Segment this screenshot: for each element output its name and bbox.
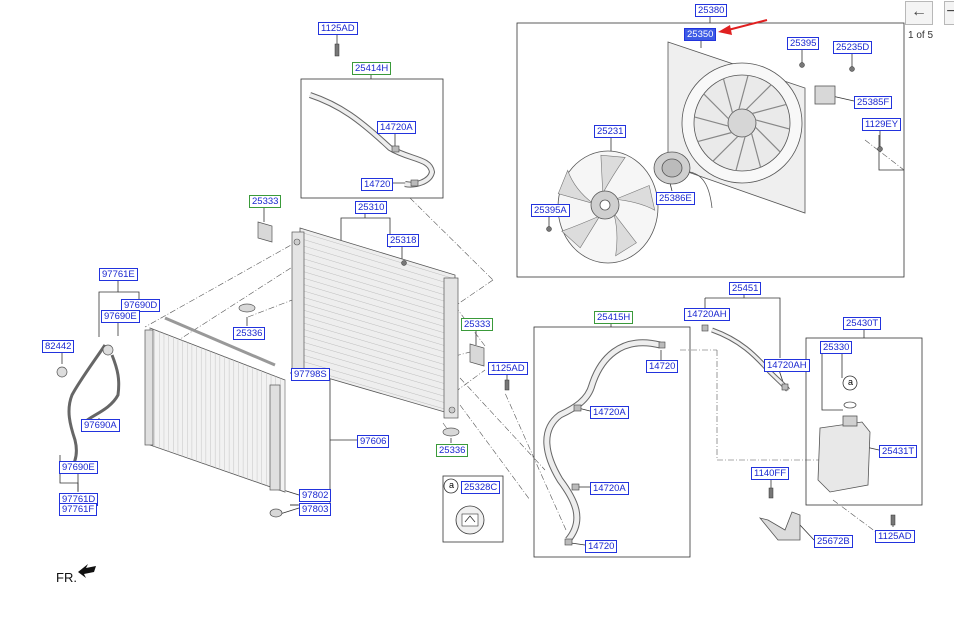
insulator-25336-right	[442, 427, 460, 437]
part-label-25333-left[interactable]: 25333	[249, 195, 282, 208]
part-label-97690a[interactable]: 97690A	[81, 419, 120, 432]
fan-motor-drawing	[653, 151, 713, 209]
part-label-25415h[interactable]: 25415H	[594, 311, 634, 324]
part-label-14720ah-2[interactable]: 14720AH	[764, 359, 810, 372]
ac-line-drawing	[67, 344, 107, 471]
frame-callout	[442, 475, 504, 543]
part-label-1125ad-top[interactable]: 1125AD	[318, 22, 358, 35]
resistor-drawing	[814, 85, 836, 105]
part-label-1140ff[interactable]: 1140FF	[751, 467, 790, 480]
part-label-25395a[interactable]: 25395A	[531, 204, 570, 217]
part-label-25318[interactable]: 25318	[387, 234, 420, 247]
fan-blade-drawing	[557, 150, 659, 264]
part-label-25310[interactable]: 25310	[355, 201, 388, 214]
callout-a-circle-legend	[443, 478, 459, 494]
part-label-25235d[interactable]: 25235D	[833, 41, 873, 54]
reservoir-drawing	[817, 401, 871, 493]
part-label-97803[interactable]: 97803	[299, 503, 332, 516]
fan-shroud-drawing	[667, 41, 806, 214]
frame-fan-shroud	[516, 22, 905, 278]
part-label-1125ad-bot[interactable]: 1125AD	[875, 530, 915, 543]
page-indicator: 1 of 5	[908, 30, 934, 41]
callout-a-letter-legend: a	[448, 480, 454, 490]
condenser-drawing	[144, 316, 286, 493]
part-label-25451[interactable]: 25451	[729, 282, 762, 295]
part-label-25333-right[interactable]: 25333	[461, 318, 494, 331]
part-label-14720a-mid1[interactable]: 14720A	[590, 406, 629, 419]
part-label-97802[interactable]: 97802	[299, 489, 332, 502]
part-label-25328c[interactable]: 25328C	[461, 481, 501, 494]
callout-a-circle	[842, 375, 858, 391]
part-label-14720ah[interactable]: 14720AH	[684, 308, 730, 321]
part-label-25231[interactable]: 25231	[594, 125, 627, 138]
frame-25415H	[533, 326, 691, 558]
part-label-14720a-top[interactable]: 14720A	[377, 121, 416, 134]
front-direction-label: FR.	[56, 570, 77, 585]
part-label-25350[interactable]: 25350	[684, 28, 717, 41]
part-label-25386e[interactable]: 25386E	[656, 192, 695, 205]
part-label-82442[interactable]: 82442	[42, 340, 75, 353]
part-label-14720-top[interactable]: 14720	[361, 178, 394, 191]
upper-hose-drawing	[309, 92, 436, 188]
frame-25414H	[300, 78, 444, 199]
callout-a-letter: a	[847, 377, 853, 387]
part-label-25414h[interactable]: 25414H	[352, 62, 392, 75]
part-label-14720-bot[interactable]: 14720	[585, 540, 618, 553]
part-label-97690e-bot[interactable]: 97690E	[59, 461, 98, 474]
next-button[interactable]: −	[944, 1, 954, 25]
part-label-25330[interactable]: 25330	[820, 341, 853, 354]
red-pointer-arrow	[718, 19, 768, 35]
part-label-97690d[interactable]: 97690D	[121, 299, 161, 312]
part-label-97761f[interactable]: 97761F	[59, 503, 98, 516]
part-label-25431t[interactable]: 25431T	[879, 445, 918, 458]
bolt-1125AD-top	[334, 43, 340, 57]
insulator-25336-left	[238, 303, 256, 313]
part-label-25336-right[interactable]: 25336	[436, 444, 469, 457]
front-arrow-icon	[78, 564, 96, 578]
part-label-25430t[interactable]: 25430T	[843, 317, 882, 330]
part-label-25380[interactable]: 25380	[695, 4, 728, 17]
mount-25333-right	[469, 343, 485, 367]
part-label-25336-left[interactable]: 25336	[233, 327, 266, 340]
part-label-25385f[interactable]: 25385F	[854, 96, 893, 109]
mount-25333-left	[257, 221, 273, 243]
part-label-14720a-mid2[interactable]: 14720A	[590, 482, 629, 495]
part-label-1125ad-mid[interactable]: 1125AD	[488, 362, 528, 375]
back-arrow-button[interactable]: ←	[905, 1, 933, 25]
radiator-drawing	[291, 227, 459, 419]
bracket-drawing	[758, 511, 801, 541]
part-label-97690e-top[interactable]: 97690E	[101, 310, 140, 323]
part-label-1129ey[interactable]: 1129EY	[862, 118, 902, 131]
part-label-25395[interactable]: 25395	[787, 37, 820, 50]
cap-warning-drawing	[455, 505, 485, 535]
lower-hose-drawing	[543, 339, 661, 543]
part-label-14720-mid[interactable]: 14720	[646, 360, 679, 373]
part-label-97798s[interactable]: 97798S	[291, 368, 330, 381]
pressure-sensor-drawing	[56, 366, 68, 378]
part-label-97761e[interactable]: 97761E	[99, 268, 138, 281]
part-label-97606[interactable]: 97606	[357, 435, 390, 448]
part-label-25672b[interactable]: 25672B	[814, 535, 853, 548]
